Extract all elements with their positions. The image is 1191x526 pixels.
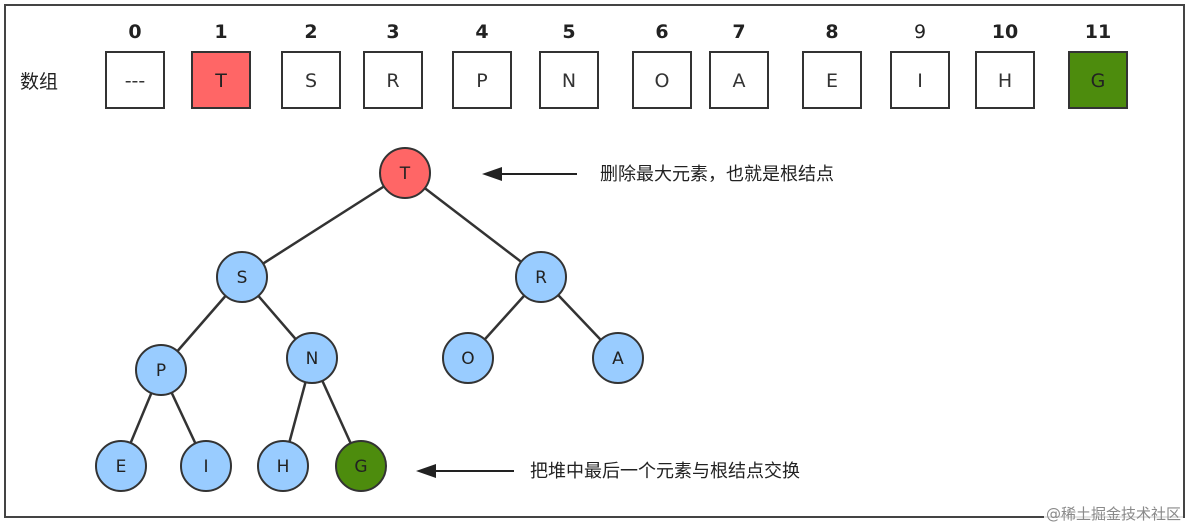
tree-edge (241, 171, 406, 279)
root-arrow (482, 167, 577, 181)
tree-node-label: O (461, 349, 474, 369)
tree-node (442, 332, 494, 384)
array-value: O (655, 70, 670, 92)
array-value: R (386, 70, 399, 92)
array-value: E (826, 70, 838, 92)
tree-node-label: R (535, 268, 547, 288)
array-cell (709, 51, 769, 109)
last-element-note: 把堆中最后一个元素与根结点交换 (530, 461, 800, 482)
array-cell (281, 51, 341, 109)
array-cell (802, 51, 862, 109)
array-cell (539, 51, 599, 109)
array-cell (975, 51, 1035, 109)
array-index: 3 (386, 21, 399, 43)
array-index: 7 (732, 21, 745, 43)
array-label: 数组 (20, 71, 58, 93)
tree-node-label: G (354, 457, 367, 477)
array-row: 0 --- 1T 2S 3R 4P 5N 6O 7A 8E 9I 10H 11G (105, 21, 1128, 109)
array-cell (890, 51, 950, 109)
tree-node (379, 147, 431, 199)
array-cell (452, 51, 512, 109)
tree-node (286, 332, 338, 384)
array-index: 11 (1085, 21, 1111, 43)
array-value: H (998, 70, 1012, 92)
tree-node (180, 440, 232, 492)
array-index: 2 (304, 21, 317, 43)
array-index: 9 (914, 21, 926, 43)
root-note: 删除最大元素，也就是根结点 (600, 164, 834, 185)
array-value: P (476, 70, 487, 92)
tree-edge (404, 172, 542, 278)
array-index: 5 (562, 21, 575, 43)
tree-node (135, 344, 187, 396)
array-cell (191, 51, 251, 109)
array-index: 4 (475, 21, 488, 43)
watermark: @稀土掘金技术社区 (1043, 503, 1183, 524)
last-element-arrow (416, 464, 514, 478)
array-value: T (214, 70, 227, 92)
array-index: 6 (655, 21, 668, 43)
tree-node (216, 251, 268, 303)
array-value: --- (125, 70, 146, 92)
tree-node-label: I (203, 457, 208, 477)
tree-node-label: P (156, 361, 166, 381)
tree-node (335, 440, 387, 492)
array-index: 8 (825, 21, 838, 43)
tree-node-label: E (116, 457, 127, 477)
tree-node-label: N (306, 349, 319, 369)
tree-node (257, 440, 309, 492)
array-index: 1 (214, 21, 227, 43)
array-index: 0 (128, 21, 141, 43)
heap-diagram: 数组 0 --- 1T 2S 3R 4P 5N 6O 7A 8E 9I 10H 11G T S R P N O A E… (20, 21, 1128, 492)
tree-node (95, 440, 147, 492)
tree-node-label: T (399, 164, 411, 184)
array-cell (363, 51, 423, 109)
tree-node (515, 251, 567, 303)
array-value: G (1091, 70, 1106, 92)
array-cell (632, 51, 692, 109)
array-value: S (305, 70, 317, 92)
array-cell (105, 51, 165, 109)
array-index: 10 (992, 21, 1018, 43)
array-value: N (562, 70, 576, 92)
tree-node-label: A (612, 349, 624, 369)
tree-node-label: S (237, 268, 248, 288)
array-value: A (733, 70, 746, 92)
tree-nodes: T S R P N O A E I H G (95, 147, 644, 492)
tree-node (592, 332, 644, 384)
array-value: I (917, 70, 923, 92)
tree-node-label: H (277, 457, 290, 477)
array-cell (1068, 51, 1128, 109)
tree-edges (119, 171, 619, 467)
